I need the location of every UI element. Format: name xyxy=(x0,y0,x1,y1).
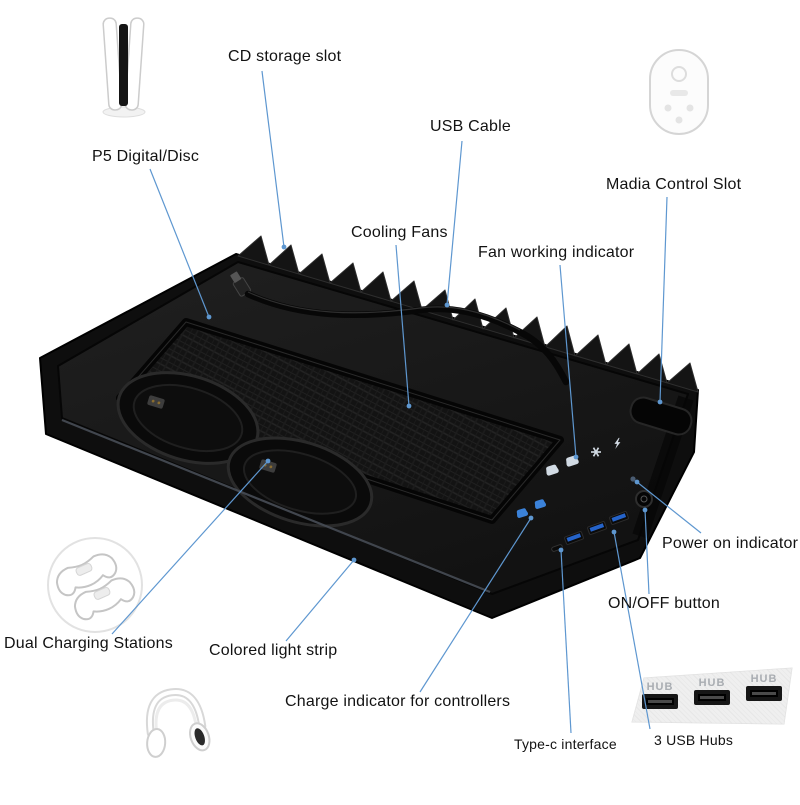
hub-port xyxy=(694,690,730,705)
label-type-c-interface: Type-c interface xyxy=(514,736,617,752)
media-remote-icon xyxy=(649,49,709,135)
label-dual-charging-stations: Dual Charging Stations xyxy=(4,635,173,652)
leader-lines xyxy=(111,70,702,734)
label-on-off-button: ON/OFF button xyxy=(608,595,720,612)
hub-label: HUB xyxy=(699,677,726,689)
controller-status-icon xyxy=(546,464,559,476)
fan-status-icon xyxy=(591,447,601,457)
charging-well-right xyxy=(226,436,374,528)
type-c-port xyxy=(551,544,563,552)
label-charge-indicator: Charge indicator for controllers xyxy=(285,693,511,710)
hub-port xyxy=(642,694,678,709)
label-power-on-indicator: Power on indicator xyxy=(662,535,799,552)
cooling-mesh xyxy=(116,318,564,524)
label-media-control-slot: Madia Control Slot xyxy=(606,176,742,193)
label-fan-working-indicator: Fan working indicator xyxy=(478,244,635,261)
label-cd-storage-slot: CD storage slot xyxy=(228,48,342,65)
dual-controllers-icon xyxy=(47,537,143,633)
label-cooling-fans: Cooling Fans xyxy=(351,224,448,241)
hub-label: HUB xyxy=(751,673,778,685)
label-p5-digital-disc: P5 Digital/Disc xyxy=(92,148,200,165)
colored-light-strip xyxy=(61,418,491,594)
charge-indicator-leds xyxy=(516,499,547,518)
ps5-console-icon xyxy=(102,17,146,118)
charging-well-left xyxy=(116,371,260,465)
usb-cable xyxy=(230,271,570,386)
usb-hub-ports xyxy=(564,511,629,545)
label-colored-light-strip: Colored light strip xyxy=(209,642,338,659)
headset-icon xyxy=(145,688,211,758)
lightning-status-icon xyxy=(614,437,621,449)
power-button xyxy=(635,490,653,508)
hub-label: HUB xyxy=(647,681,674,693)
power-led xyxy=(630,476,636,482)
usb-hub-icon: HUB HUB HUB xyxy=(631,667,793,725)
status-icons xyxy=(546,437,621,476)
hub-port xyxy=(746,686,782,701)
label-3-usb-hubs: 3 USB Hubs xyxy=(654,732,734,748)
media-control-slot xyxy=(629,396,693,436)
label-usb-cable: USB Cable xyxy=(430,118,511,135)
